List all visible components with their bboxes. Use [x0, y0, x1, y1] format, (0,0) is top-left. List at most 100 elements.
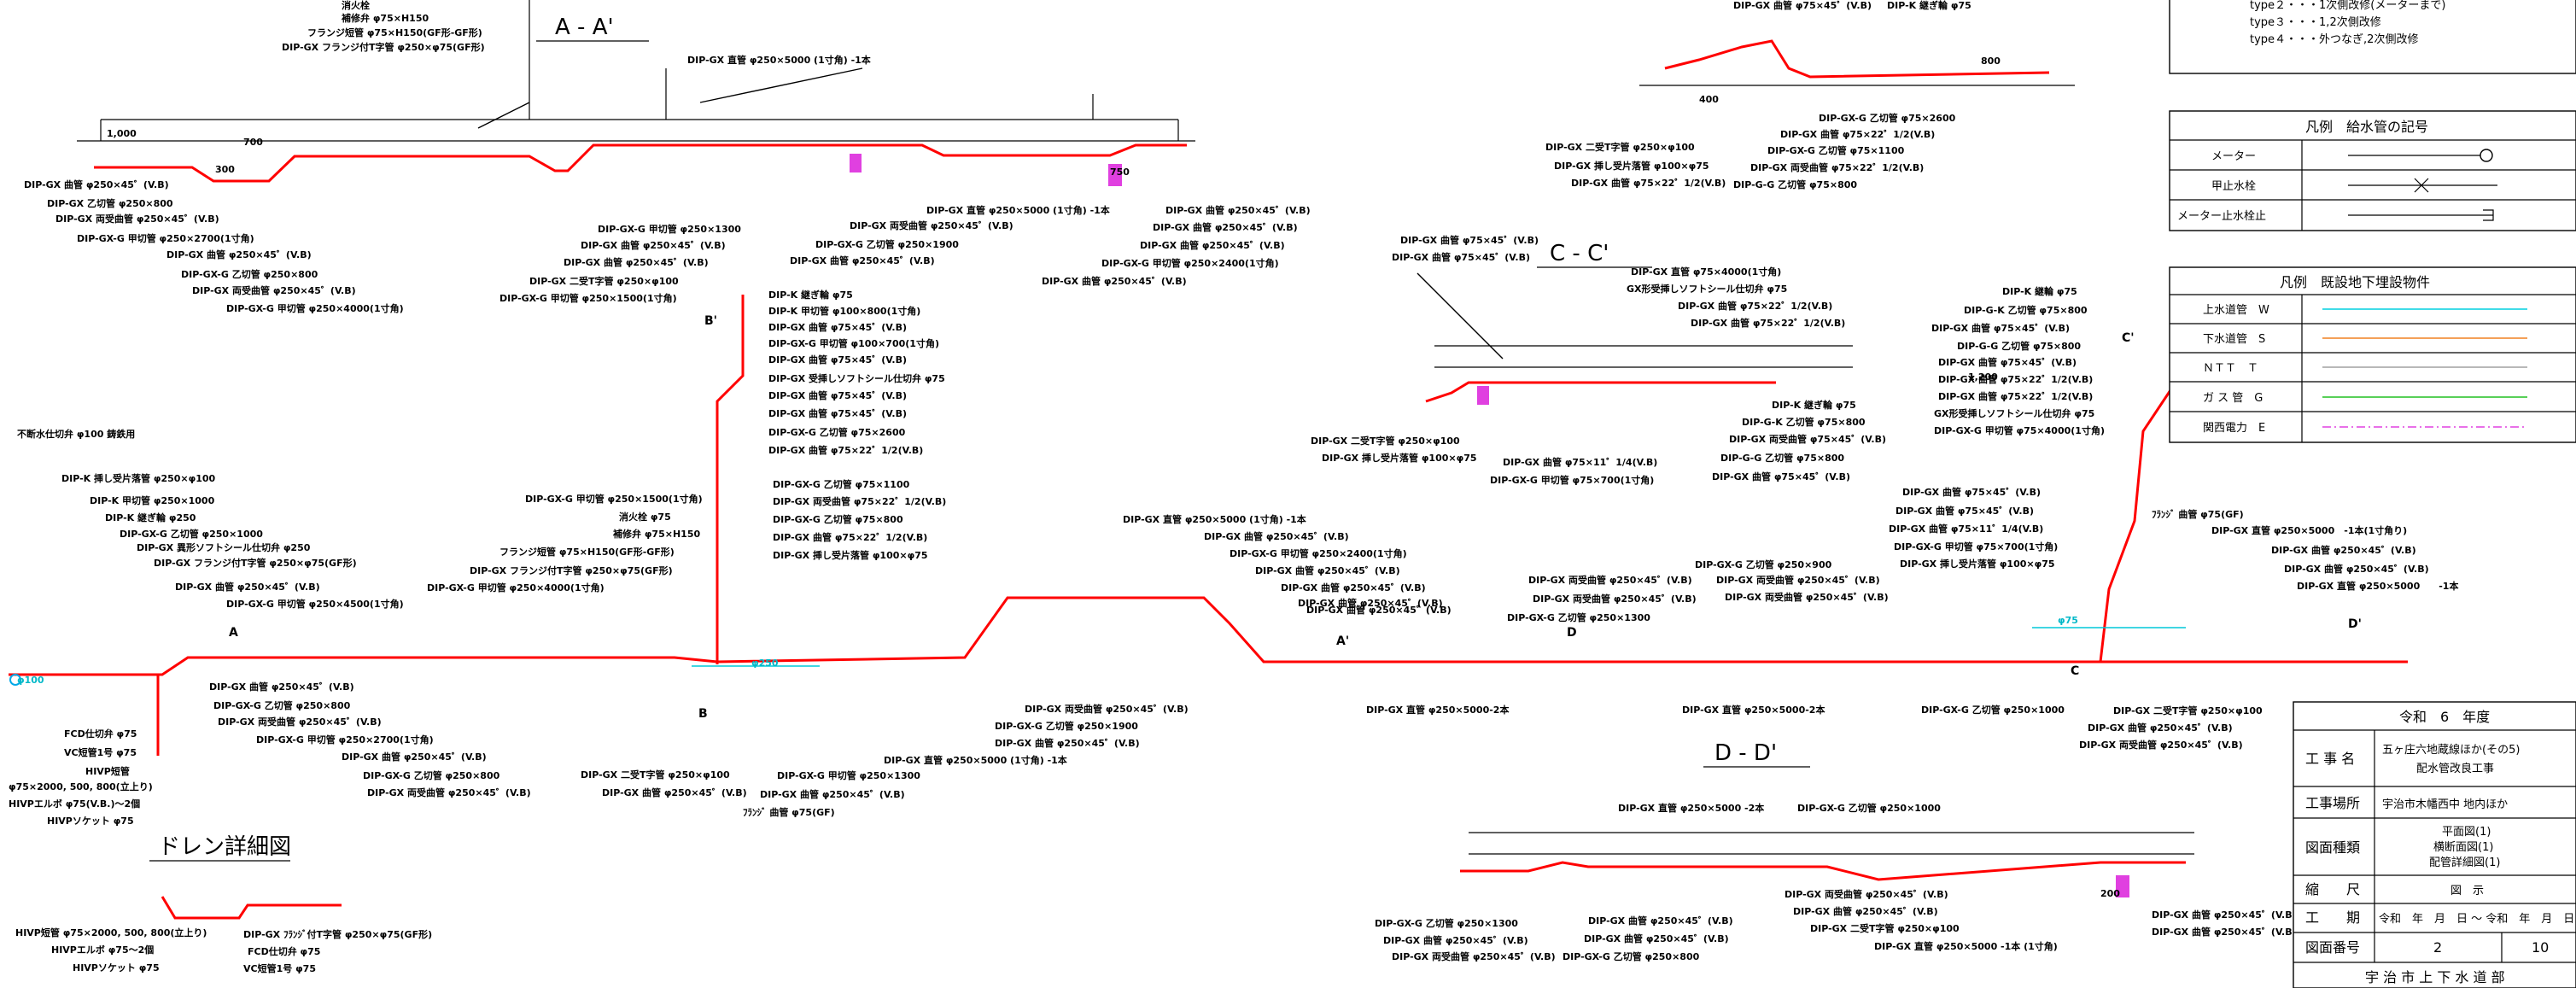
drain-detail-title: ドレン詳細図: [158, 834, 291, 860]
label-cc-top-0: DIP-GX 直管 φ75×4000(1寸角): [1631, 266, 1781, 278]
label-aa-top-0: 消火栓: [342, 0, 370, 11]
label-c-branch-0: DIP-K 継輪 φ75: [2002, 285, 2077, 297]
label-drain-left-4: HIVPエルボ φ75(V.B.)〜2個: [9, 798, 140, 810]
label-cc-bottom-0: DIP-GX 二受T字管 φ250×φ100: [1311, 435, 1460, 447]
title-value-name-2: 配水管改良工事: [2416, 762, 2494, 775]
label-drain-left-0: FCD仕切弁 φ75: [64, 728, 137, 740]
dim-4: 750: [1110, 167, 1130, 178]
title-label-place: 工事場所: [2305, 795, 2360, 811]
label-cc-left-0: DIP-GX 曲管 φ75×45゜(V.B): [1400, 234, 1539, 246]
dim-5: 400: [1699, 94, 1719, 105]
label-aa-r1-1: DIP-GX-G 乙切管 φ250×1900: [815, 238, 959, 250]
gas-marker: [850, 154, 862, 172]
type-notes-box: type２・・・1次側改修(メーターまで) type３・・・1,2次側改修 ty…: [2169, 0, 2576, 74]
label-main-c1-2: DIP-GX-G 乙切管 φ250×1300: [1507, 611, 1650, 623]
label-main-left-0: 不断水仕切弁 φ100 鋳鉄用: [17, 428, 135, 440]
label-aa-top-1: 補修弁 φ75×H150: [341, 12, 429, 24]
label-aa-left-3: DIP-GX-G 甲切管 φ250×2700(1寸角): [77, 232, 254, 244]
label-dd-rr-1: DIP-GX 曲管 φ250×45゜(V.B): [2152, 926, 2297, 938]
label-dd-bl-0: DIP-GX-G 乙切管 φ250×1300: [1375, 917, 1518, 929]
label-main-bl-3: DIP-GX-G 甲切管 φ250×2700(1寸角): [256, 734, 434, 745]
label-aa-mid-4: DIP-GX-G 甲切管 φ250×1500(1寸角): [499, 292, 677, 304]
label-aa-left2-0: DIP-GX 曲管 φ250×45゜(V.B): [166, 248, 312, 260]
section-aa-drawing: [77, 0, 1195, 186]
type-note-1: type３・・・1,2次側改修: [2250, 15, 2381, 29]
label-aa-r1-2: DIP-GX 曲管 φ250×45゜(V.B): [790, 254, 935, 266]
label-drain-left-1: VC短管1号 φ75: [64, 746, 137, 758]
label-dd-top-1: DIP-GX-G 乙切管 φ250×1000: [1797, 802, 1941, 814]
label-drain-left-3: φ75×2000, 500, 800(立上り): [9, 780, 153, 792]
label-main-rb-2: DIP-GX 両受曲管 φ250×45゜(V.B): [2079, 739, 2243, 751]
dim-0: 1,000: [107, 128, 137, 139]
label-top-r2-4: DIP-G-G 乙切管 φ75×800: [1733, 178, 1857, 190]
section-mark-a2: A': [1336, 634, 1349, 648]
label-main-bl-5: DIP-GX-G 乙切管 φ250×800: [363, 769, 500, 781]
label-main-mid-1: 消火栓 φ75: [619, 511, 671, 523]
label-aa-mid-1: DIP-GX 曲管 φ250×45゜(V.B): [581, 239, 726, 251]
label-c-branch-6: DIP-GX 曲管 φ75×22゜1/2(V.B): [1938, 390, 2093, 402]
title-value-scale: 図 示: [2450, 885, 2484, 897]
label-main-r2-4: DIP-GX 直管 φ250×5000 -1本: [2297, 580, 2458, 592]
label-dd-br-1: DIP-GX 曲管 φ250×45゜(V.B): [1793, 905, 1938, 917]
gas-marker: [1108, 164, 1122, 186]
label-c-branch-1: DIP-G-K 乙切管 φ75×800: [1964, 304, 2088, 316]
label-main-top-0: DIP-GX 直管 φ250×5000 (1寸角) -1本: [1123, 513, 1306, 525]
legend-utility-3: ガ ス 管 G: [2203, 392, 2263, 405]
label-main-mid-5: DIP-GX-G 甲切管 φ250×4000(1寸角): [427, 582, 605, 593]
label-main-c2-1: DIP-GX 両受曲管 φ250×45゜(V.B): [1716, 574, 1880, 586]
label-dd-top-0: DIP-GX 直管 φ250×5000 -2本: [1618, 802, 1764, 814]
section-mark-c: C: [2071, 664, 2079, 678]
title-label-kind: 図面種類: [2305, 839, 2360, 856]
label-main-bl-2: DIP-GX 両受曲管 φ250×45゜(V.B): [218, 716, 382, 728]
legend-meter-title: 凡例 給水管の記号: [2305, 119, 2428, 135]
label-branch2-1: DIP-GX 両受曲管 φ75×22゜1/2(V.B): [773, 495, 946, 507]
label-cc-bottom-2: DIP-GX 曲管 φ75×11゜1/4(V.B): [1503, 456, 1657, 468]
label-branch-6: DIP-GX 曲管 φ75×45゜(V.B): [768, 389, 907, 401]
label-branch-2: DIP-GX 曲管 φ75×45゜(V.B): [768, 321, 907, 333]
section-cc-drawing: [1417, 272, 1853, 405]
meter-icon: [2480, 149, 2493, 162]
legend-meter-row-1: 甲止水栓: [2211, 180, 2256, 193]
label-drain-0: HIVP短管 φ75×2000, 500, 800(立上り): [15, 927, 207, 938]
label-aa-r3-3: DIP-GX-G 甲切管 φ250×2400(1寸角): [1101, 257, 1279, 269]
label-aa-mid-0: DIP-GX-G 甲切管 φ250×1300: [598, 223, 741, 235]
label-cc-right-0: DIP-K 継ぎ輪 φ75: [1772, 399, 1856, 411]
section-dd-drawing: [1460, 832, 2194, 897]
label-top-r3-1: DIP-K 継ぎ輪 φ75: [1887, 0, 1971, 11]
label-main-bl-0: DIP-GX 曲管 φ250×45゜(V.B): [209, 681, 354, 693]
label-main-r2-1: DIP-GX 直管 φ250×5000 -1本(1寸角り): [2211, 524, 2407, 536]
label-top-r2-0: DIP-GX-G 乙切管 φ75×2600: [1819, 112, 1956, 124]
label-dd-bm-2: DIP-GX-G 乙切管 φ250×800: [1563, 950, 1700, 962]
legend-utility-4: 関西電力 E: [2203, 422, 2265, 435]
label-c-branch-5: DIP-GX 曲管 φ75×22゜1/2(V.B): [1938, 373, 2093, 385]
label-main-rb-0: DIP-GX 二受T字管 φ250×φ100: [2113, 704, 2263, 716]
legend-utilities-title: 凡例 既設地下埋設物件: [2280, 274, 2430, 290]
label-c-branch-3: DIP-G-G 乙切管 φ75×800: [1957, 340, 2081, 352]
drain-detail: [161, 896, 342, 920]
label-main-r-0: DIP-GX 曲管 φ75×45゜(V.B): [1902, 486, 2041, 498]
label-aa-left2-2: DIP-GX 両受曲管 φ250×45゜(V.B): [192, 284, 356, 296]
section-mark-b: B: [698, 707, 708, 721]
label-dd-bl-2: DIP-GX 両受曲管 φ250×45゜(V.B): [1392, 950, 1556, 962]
label-main-left-5: DIP-GX 異形ソフトシール仕切弁 φ250: [137, 541, 311, 553]
label-cc-top-1: GX形受挿しソフトシール仕切弁 φ75: [1627, 283, 1787, 295]
label-branch-3: DIP-GX-G 甲切管 φ100×700(1寸角): [768, 337, 939, 349]
title-label-dwgno: 図面番号: [2305, 939, 2360, 956]
label-main-bm-1: DIP-GX 曲管 φ250×45゜(V.B): [602, 786, 747, 798]
label-c-branch-7: GX形受挿しソフトシール仕切弁 φ75: [1934, 407, 2094, 419]
legend-utility-2: ＮＴＴ Ｔ: [2203, 362, 2258, 375]
label-branch2-3: DIP-GX 曲管 φ75×22゜1/2(V.B): [773, 531, 927, 543]
label-cc-right-4: DIP-GX 曲管 φ75×45゜(V.B): [1712, 471, 1850, 482]
label-main-top-4: DIP-GX 曲管 φ250×45゜(V.B): [1281, 582, 1426, 593]
label-main-top-1: DIP-GX 曲管 φ250×45゜(V.B): [1204, 530, 1349, 542]
section-mark-a: A: [229, 626, 238, 640]
label-c-branch-4: DIP-GX 曲管 φ75×45゜(V.B): [1938, 356, 2077, 368]
label-main-b2: DIP-GX 直管 φ250×5000-2本: [1682, 704, 1825, 716]
label-main-bl-4: DIP-GX 曲管 φ250×45゜(V.B): [342, 751, 487, 763]
label-branch-7: DIP-GX 曲管 φ75×45゜(V.B): [768, 407, 907, 419]
section-mark-c2: C': [2122, 331, 2135, 345]
label-c-branch-8: DIP-GX-G 甲切管 φ75×4000(1寸角): [1934, 424, 2105, 436]
water-mark-1: φ250: [751, 658, 779, 669]
section-mark-d: D: [1567, 626, 1577, 640]
